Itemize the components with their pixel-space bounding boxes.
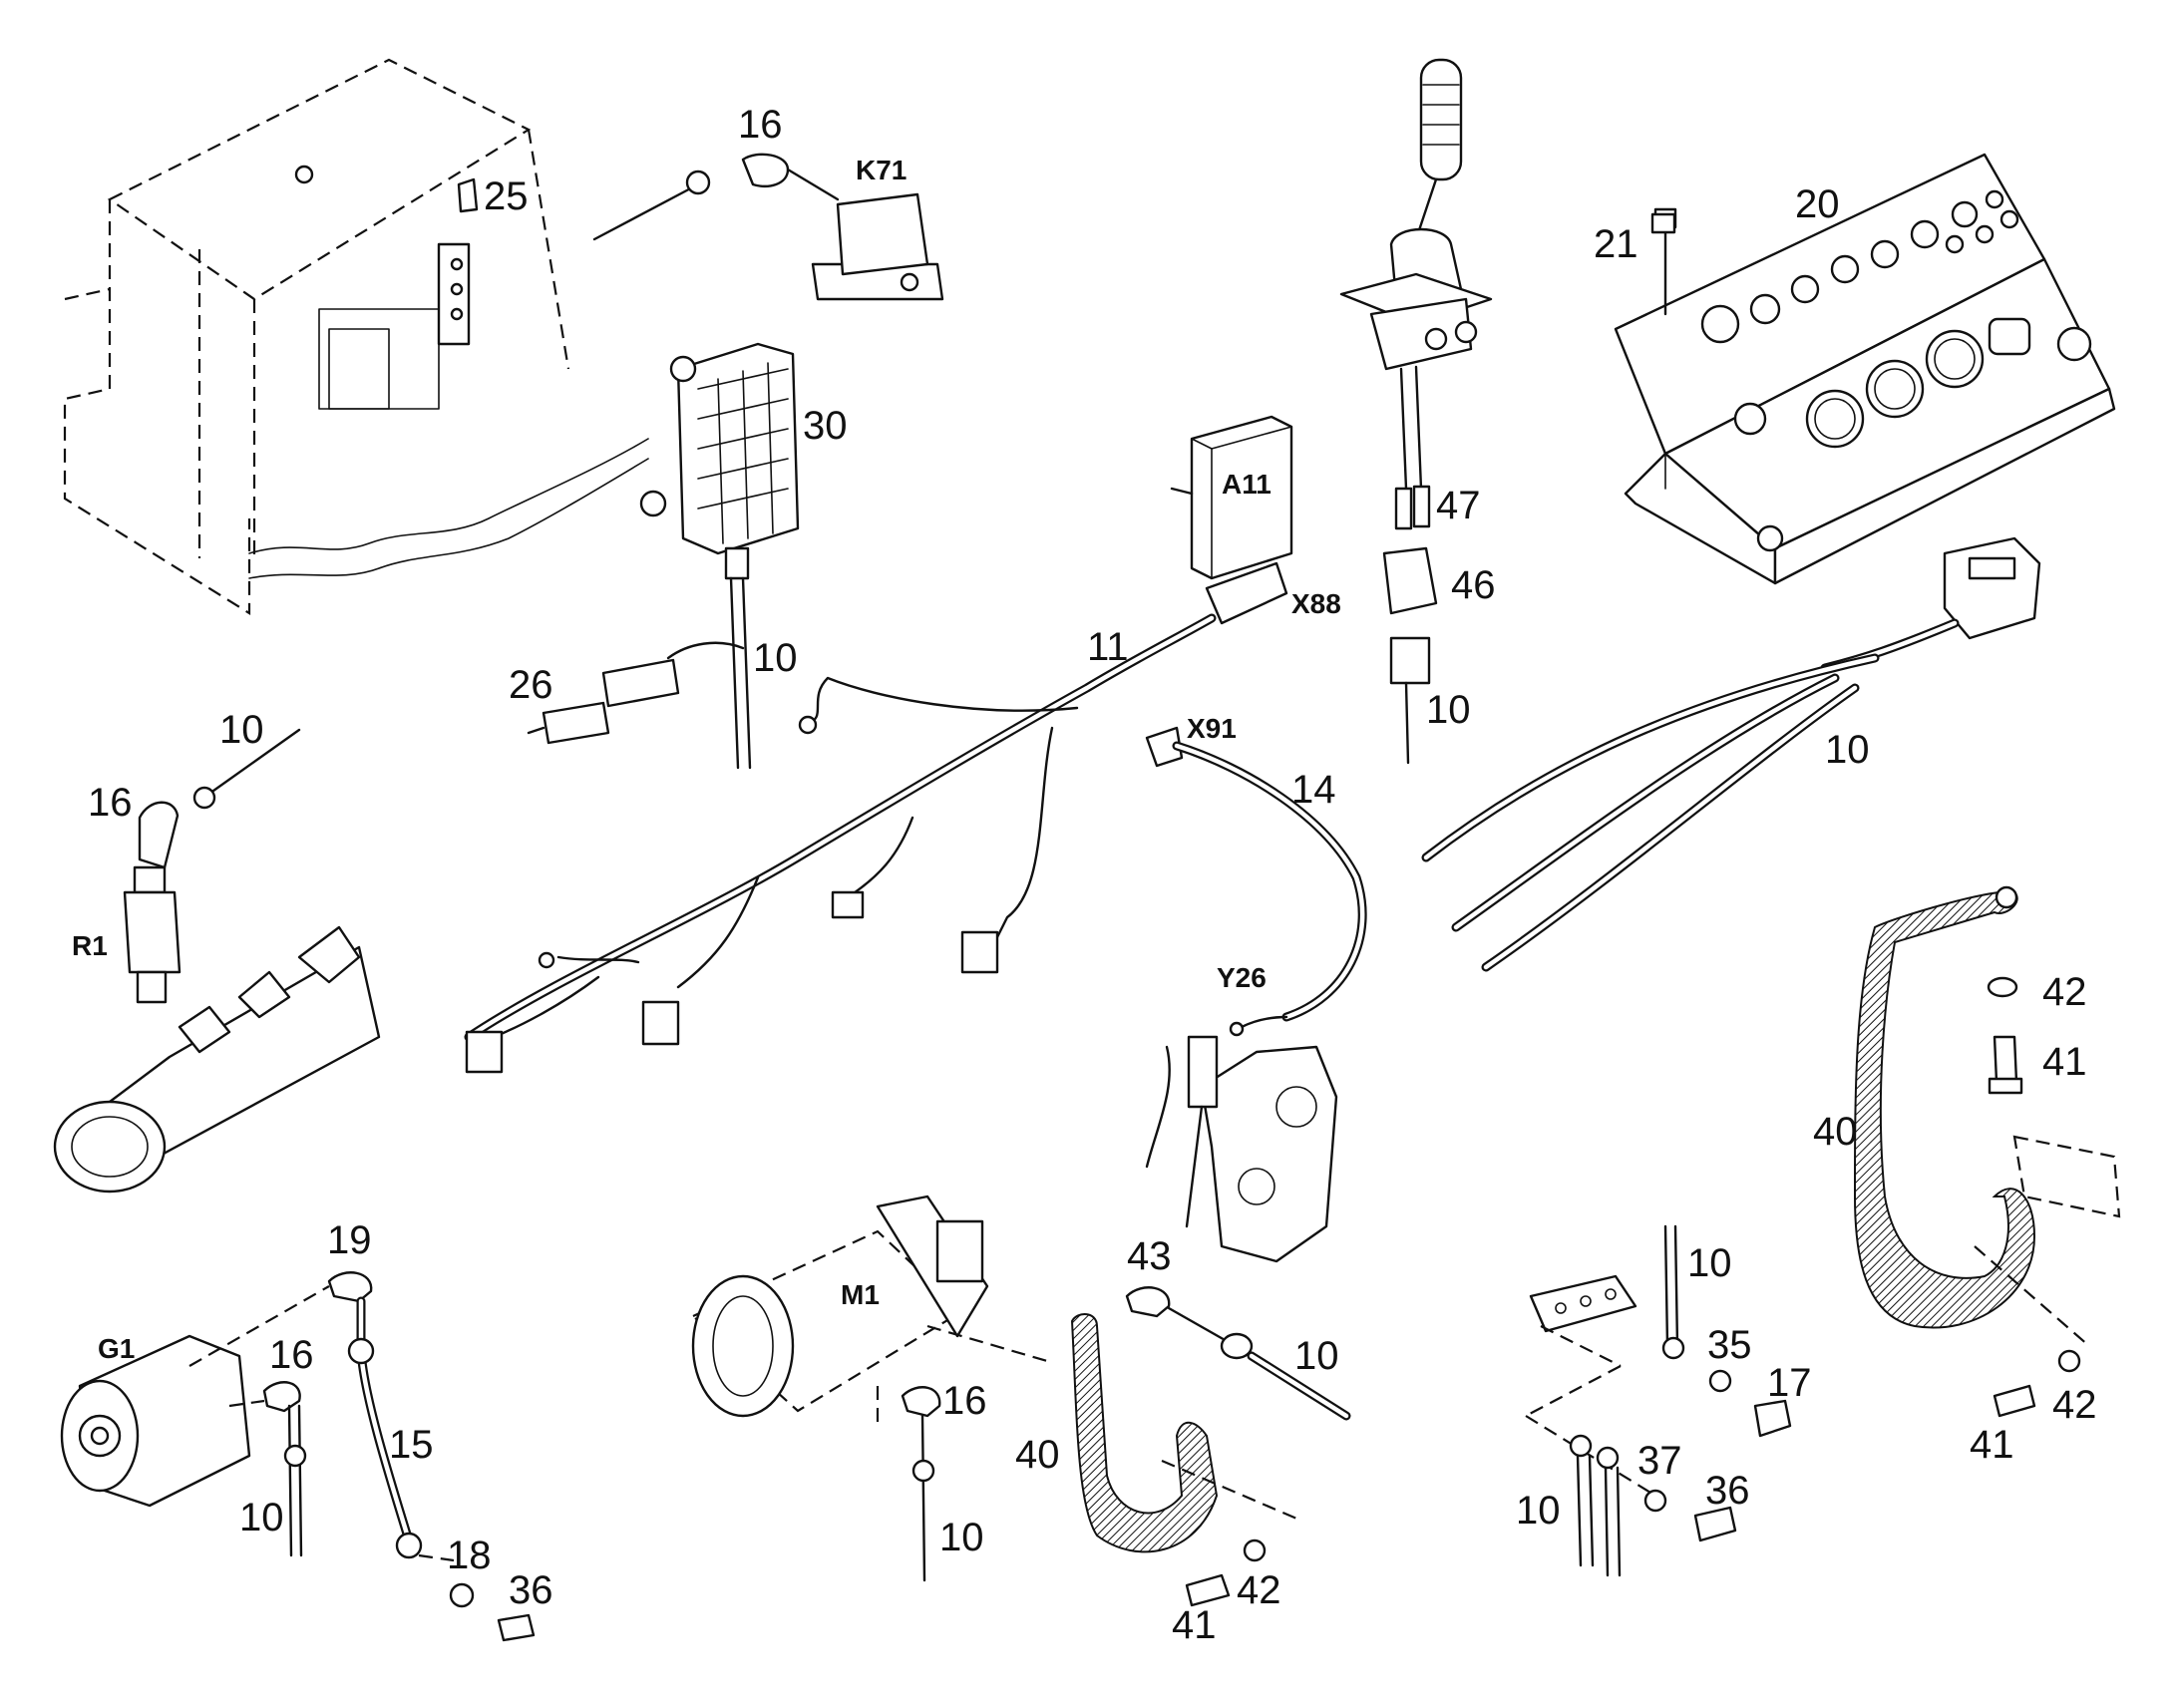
cable-14 xyxy=(1145,726,1367,1037)
callout-16: 16 xyxy=(738,103,783,147)
cab-housing xyxy=(63,58,649,615)
alternator-g1 xyxy=(60,1271,536,1642)
callout-10: 10 xyxy=(1687,1241,1732,1285)
callout-14: 14 xyxy=(1291,768,1336,812)
callout-16: 16 xyxy=(942,1379,987,1423)
sensor-r1 xyxy=(123,728,301,1004)
callout-42: 42 xyxy=(2042,970,2087,1014)
module-a11 xyxy=(1170,415,1293,580)
connector-26 xyxy=(527,658,680,745)
callout-18: 18 xyxy=(447,1534,492,1577)
callout-47: 47 xyxy=(1436,484,1481,527)
module-30 xyxy=(639,342,800,770)
strap-40-right xyxy=(1853,885,2121,1418)
callout-10: 10 xyxy=(239,1496,284,1539)
callout-41: 41 xyxy=(1172,1603,1217,1647)
designation-k71: K71 xyxy=(856,155,907,185)
callout-42: 42 xyxy=(1237,1568,1281,1612)
callout-25: 25 xyxy=(484,174,529,218)
k71-relay xyxy=(592,153,944,301)
harness-11 xyxy=(464,561,1288,1074)
callout-20: 20 xyxy=(1795,182,1840,226)
designation-g1: G1 xyxy=(98,1333,135,1364)
designation-x88: X88 xyxy=(1291,588,1341,619)
strap-40-middle xyxy=(1070,1313,1302,1607)
valve-block xyxy=(1145,1035,1338,1263)
callout-16: 16 xyxy=(88,781,133,825)
callout-43: 43 xyxy=(1127,1234,1172,1278)
callout-10: 10 xyxy=(753,636,798,680)
callout-19: 19 xyxy=(327,1218,372,1262)
callout-35: 35 xyxy=(1707,1323,1752,1367)
callout-10: 10 xyxy=(1426,688,1471,732)
bolt-21 xyxy=(1650,212,1676,234)
callout-36: 36 xyxy=(1705,1469,1750,1513)
callout-17: 17 xyxy=(1767,1361,1812,1405)
exhaust-manifold xyxy=(53,925,381,1194)
callout-15: 15 xyxy=(389,1423,434,1467)
callout-labels: 16 K71 25 30 A11 X88 10 11 26 X91 14 Y26… xyxy=(72,103,2097,1647)
designation-m1: M1 xyxy=(841,1279,880,1310)
callout-41: 41 xyxy=(2042,1040,2087,1084)
callout-26: 26 xyxy=(509,663,553,707)
callout-21: 21 xyxy=(1594,222,1638,266)
designation-x91: X91 xyxy=(1187,713,1237,744)
panel-harness xyxy=(1421,536,2041,972)
callout-41: 41 xyxy=(1970,1423,2014,1467)
callout-10: 10 xyxy=(1825,728,1870,772)
callout-37: 37 xyxy=(1637,1439,1682,1483)
callout-16: 16 xyxy=(269,1333,314,1377)
callout-36: 36 xyxy=(509,1568,553,1612)
callout-30: 30 xyxy=(803,404,848,448)
callout-40: 40 xyxy=(1015,1433,1060,1477)
instrument-panel xyxy=(1614,153,2116,585)
callout-11: 11 xyxy=(1087,625,1129,669)
callout-40: 40 xyxy=(1813,1110,1858,1154)
callout-10: 10 xyxy=(939,1516,984,1559)
callout-10: 10 xyxy=(219,708,264,752)
starter-m1 xyxy=(691,1195,1351,1582)
callout-46: 46 xyxy=(1451,563,1496,607)
joystick-assembly xyxy=(1339,58,1493,765)
designation-r1: R1 xyxy=(72,930,108,961)
callout-10: 10 xyxy=(1516,1489,1561,1533)
callout-42: 42 xyxy=(2052,1383,2097,1427)
battery-terminals xyxy=(1525,1224,1792,1577)
designation-a11: A11 xyxy=(1222,469,1272,500)
designation-y26: Y26 xyxy=(1217,962,1267,993)
callout-10: 10 xyxy=(1294,1334,1339,1378)
